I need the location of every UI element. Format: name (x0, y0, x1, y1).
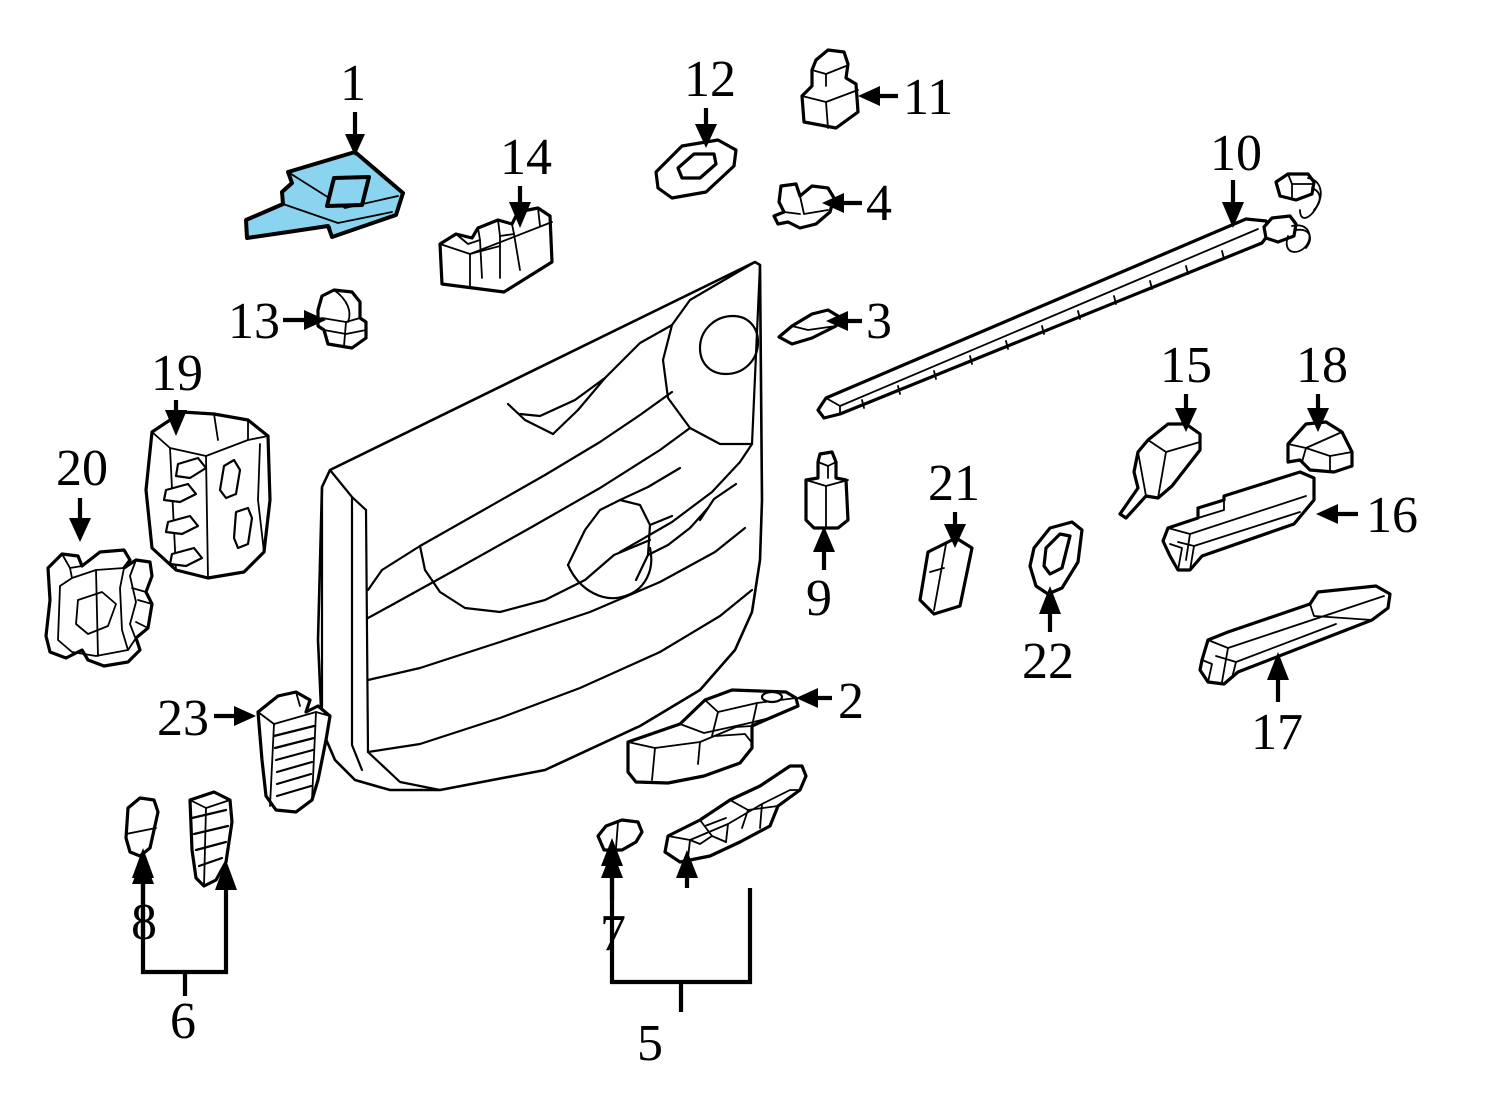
callout-number-20: 20 (56, 440, 108, 497)
callout-number-10: 10 (1210, 125, 1262, 182)
leader-20 (69, 498, 91, 542)
callout-number-14: 14 (500, 129, 552, 186)
callout-number-16: 16 (1366, 487, 1418, 544)
part-16-trim-rail-insert[interactable] (1161, 470, 1316, 572)
part-15-wedge-clip[interactable] (1118, 422, 1202, 520)
part-20-switch-bezel-frame[interactable] (44, 548, 154, 668)
leader-16 (1316, 504, 1358, 524)
callout-number-12: 12 (684, 51, 736, 108)
leader-17 (1267, 652, 1289, 702)
callout-number-22: 22 (1022, 633, 1074, 690)
callout-number-15: 15 (1160, 337, 1212, 394)
part-1-door-lock-switch-trim[interactable] (244, 150, 405, 240)
leader-7 (601, 850, 623, 900)
leader-23 (214, 706, 256, 726)
part-3-clip-retainer-wedge[interactable] (777, 308, 840, 346)
leader-12 (695, 108, 717, 148)
part-9-door-lock-knob-pin[interactable] (804, 450, 850, 530)
part-22-oval-cap-cover[interactable] (1028, 520, 1084, 596)
callout-number-18: 18 (1296, 337, 1348, 394)
leader-9 (813, 526, 835, 570)
part-18-end-cap-block[interactable] (1286, 420, 1354, 474)
callout-number-17: 17 (1251, 704, 1303, 761)
part-12-switch-bezel-plate[interactable] (654, 138, 738, 200)
leader-15 (1175, 394, 1197, 432)
leader-1 (345, 112, 365, 156)
callout-number-9: 9 (806, 570, 832, 627)
leader-13 (283, 310, 326, 330)
part-8-screw-pin[interactable] (124, 796, 160, 858)
callout-number-21: 21 (928, 455, 980, 512)
part-5-handle-bezel-assembly[interactable] (663, 764, 808, 864)
part-4-hook-bracket[interactable] (772, 182, 836, 230)
part-23-speaker-grille-tweeter[interactable] (256, 690, 332, 814)
door-trim-panel (316, 260, 764, 792)
leader-3 (826, 311, 862, 331)
callout-number-6: 6 (170, 993, 196, 1050)
callout-number-23: 23 (157, 690, 209, 747)
leader-8 (132, 856, 154, 936)
leader-18 (1307, 394, 1329, 432)
part-11-push-button-switch[interactable] (800, 48, 860, 130)
leader-2 (796, 688, 832, 708)
part-13-small-knob-switch[interactable] (316, 288, 368, 350)
part-2-armrest-pull-handle[interactable] (626, 688, 800, 785)
callout-number-5: 5 (637, 1015, 663, 1072)
leader-14 (509, 186, 531, 228)
part-10-beltline-weatherstrip-molding[interactable] (816, 172, 1322, 420)
callout-number-4: 4 (866, 175, 892, 232)
leader-4 (822, 193, 862, 213)
leader-19 (165, 400, 187, 436)
callout-number-2: 2 (838, 673, 864, 730)
callout-number-3: 3 (866, 293, 892, 350)
part-19-master-window-switch-block[interactable] (144, 410, 272, 580)
callout-number-11: 11 (903, 69, 954, 126)
leader-10 (1222, 180, 1244, 228)
leader-11 (858, 86, 898, 106)
part-6-fastener-left[interactable] (188, 790, 234, 888)
callout-number-8: 8 (131, 894, 157, 951)
callout-number-7: 7 (600, 905, 626, 962)
callout-number-19: 19 (151, 345, 203, 402)
part-14-dual-window-switch[interactable] (438, 206, 554, 294)
part-21-flat-plate-cover[interactable] (918, 536, 974, 616)
leader-21 (944, 512, 966, 548)
part-7-cap-plug[interactable] (596, 818, 644, 852)
callout-number-13: 13 (228, 293, 280, 350)
part-17-lower-door-trim-strip[interactable] (1198, 584, 1392, 686)
leader-22 (1039, 586, 1061, 632)
callout-number-1: 1 (340, 55, 366, 112)
